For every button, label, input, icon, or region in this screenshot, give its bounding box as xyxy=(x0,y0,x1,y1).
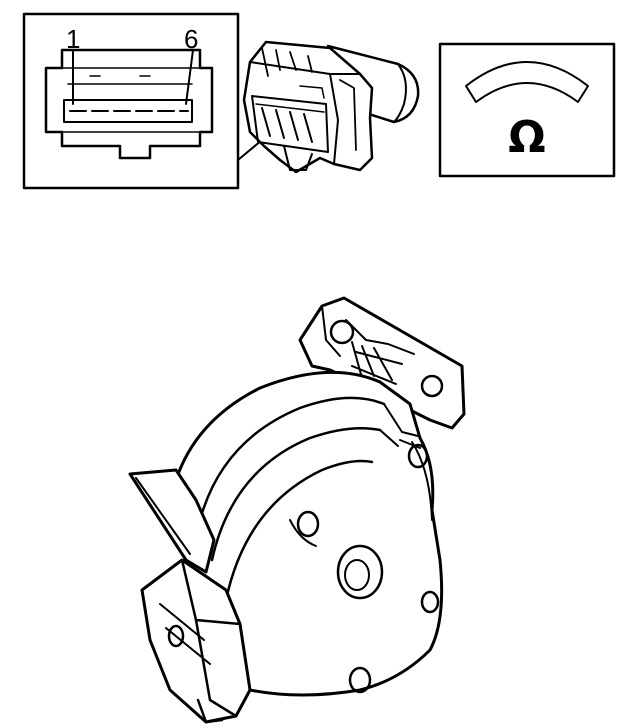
throttle-position-sensor xyxy=(128,296,466,724)
ohmmeter-symbol: Ω xyxy=(438,42,616,178)
meter-scale-arc xyxy=(465,61,589,103)
connector-3d-view xyxy=(242,40,420,174)
connector-front-view xyxy=(44,48,214,160)
ohm-symbol: Ω xyxy=(508,112,545,163)
connector-inset: 1 6 xyxy=(22,12,263,190)
pin-6-pointer xyxy=(185,49,194,105)
sensor-shaft-boss xyxy=(336,544,384,600)
pin-6-label: 6 xyxy=(184,24,198,54)
throttle-plate xyxy=(128,468,216,574)
pin-1-label: 1 xyxy=(66,24,80,54)
inset-leader-line xyxy=(237,139,263,161)
sensor-connector xyxy=(140,558,252,724)
